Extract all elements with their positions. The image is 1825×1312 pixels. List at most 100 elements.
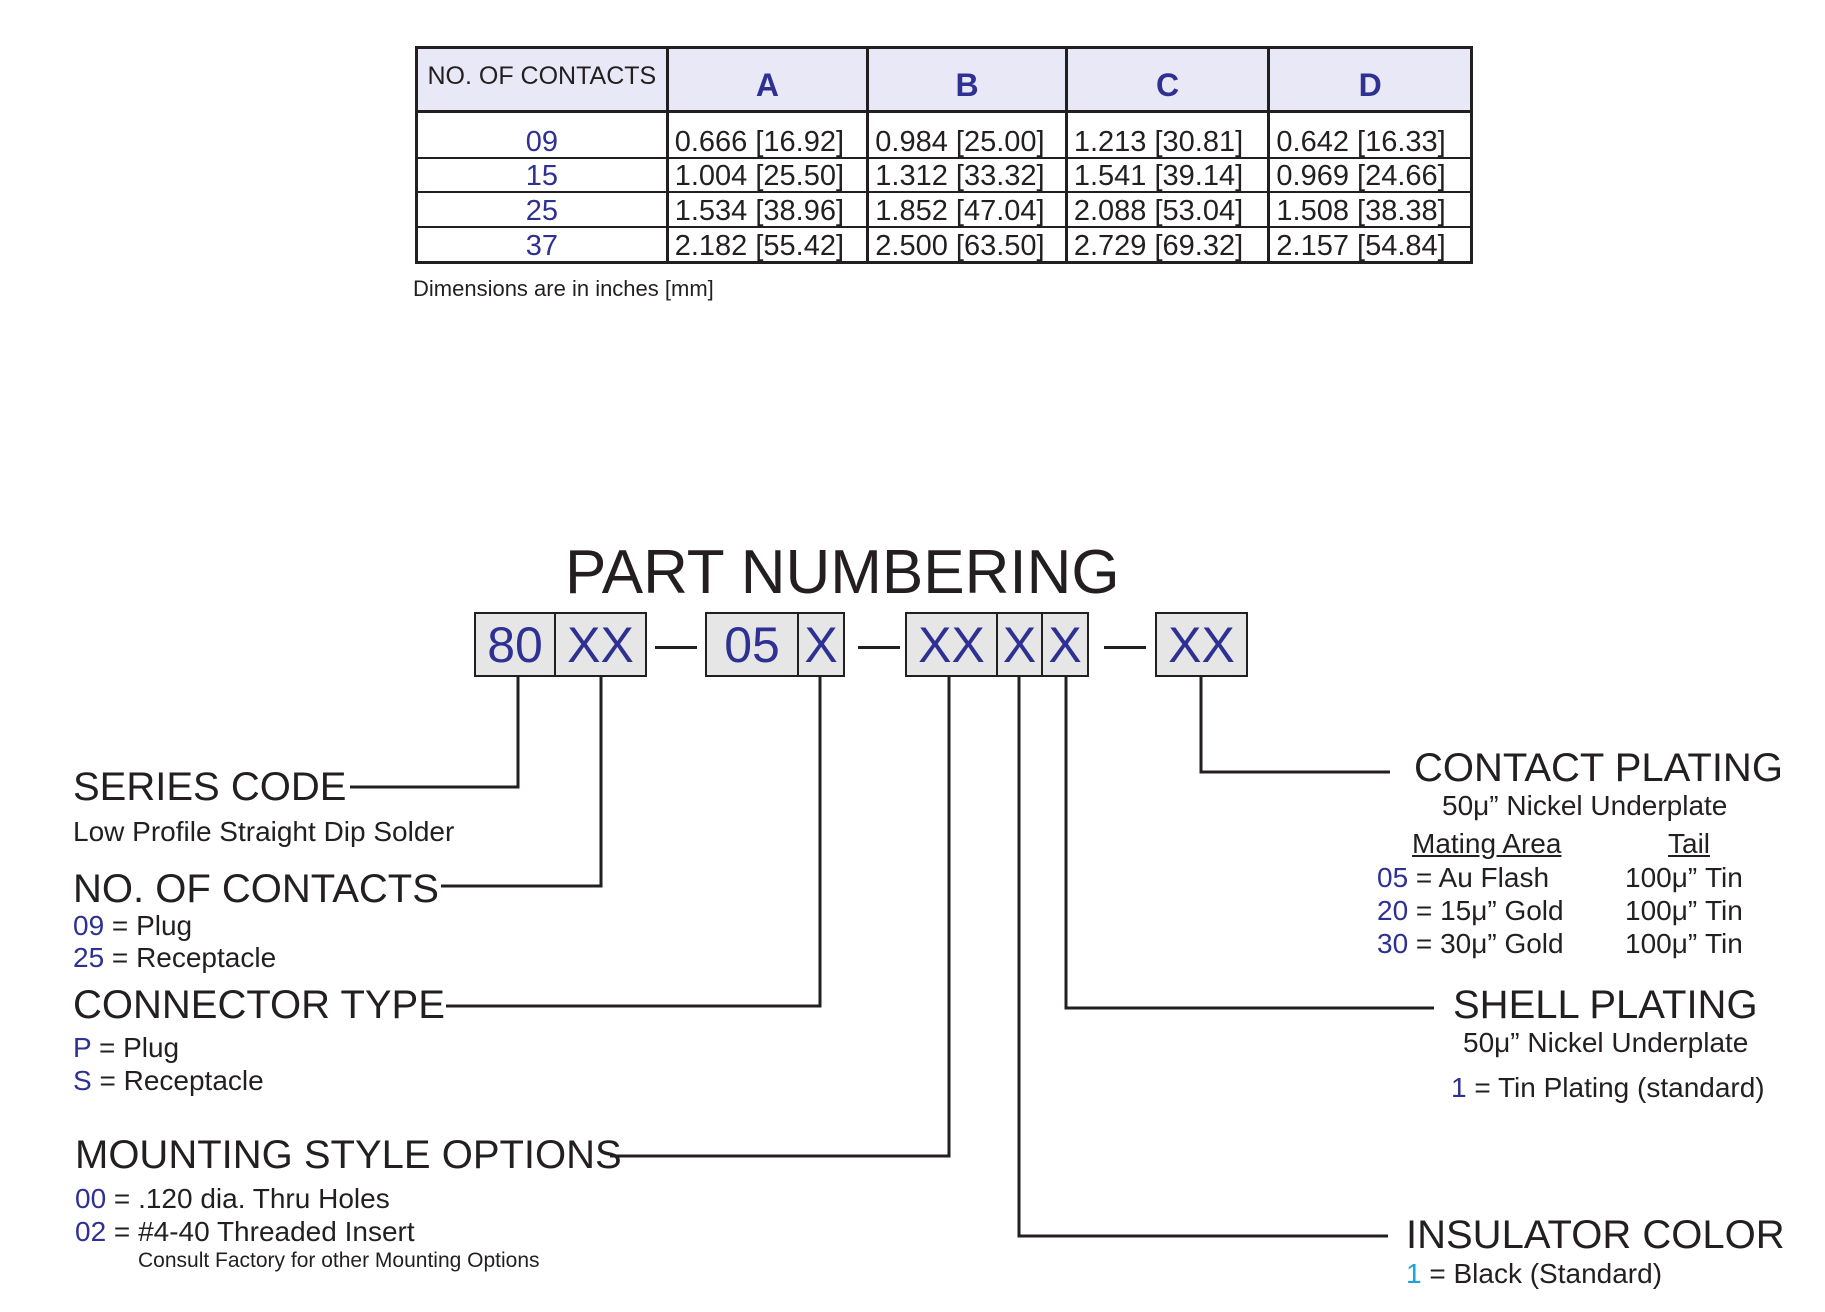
- leader-series-code: [350, 677, 520, 789]
- option-code: 1: [1406, 1258, 1422, 1289]
- pn-box-shell: X: [1041, 612, 1089, 677]
- option-code: 25: [73, 942, 105, 973]
- cell-c: 1.541 [39.14]: [1064, 157, 1269, 194]
- series-code-title: SERIES CODE: [73, 765, 347, 809]
- no-of-contacts-title: NO. OF CONTACTS: [73, 867, 439, 911]
- option-code: 20: [1377, 895, 1409, 926]
- list-item: 1 = Tin Plating (standard): [1451, 1072, 1765, 1104]
- pn-box-series: 80: [474, 612, 556, 677]
- option-desc: = Plug: [104, 910, 193, 941]
- leader-shell-plating: [1064, 677, 1434, 1010]
- option-desc: = Receptacle: [104, 942, 277, 973]
- pn-dash: [1104, 646, 1146, 649]
- table-header-row: NO. OF CONTACTS A B C D: [415, 47, 1472, 113]
- cell-c: 1.213 [30.81]: [1064, 111, 1269, 159]
- cell-d: 2.157 [54.84]: [1267, 227, 1472, 263]
- list-item: 20 = 15μ” Gold: [1377, 895, 1564, 927]
- cell-b: 1.852 [47.04]: [866, 192, 1067, 229]
- option-tail: 100μ” Tin: [1625, 928, 1743, 959]
- option-mating: = 15μ” Gold: [1408, 895, 1564, 926]
- leader-connector-type: [446, 677, 822, 1008]
- list-item: 1 = Black (Standard): [1406, 1258, 1662, 1290]
- pn-dash: [655, 646, 697, 649]
- cell-d: 0.969 [24.66]: [1267, 157, 1472, 194]
- pn-dash: [858, 646, 900, 649]
- cell-a: 2.182 [55.42]: [665, 227, 868, 263]
- cell-a: 1.534 [38.96]: [665, 192, 868, 229]
- header-a: A: [665, 47, 868, 113]
- option-code: P: [73, 1032, 92, 1063]
- list-item: 25 = Receptacle: [73, 942, 276, 974]
- option-code: 05: [1377, 862, 1409, 893]
- list-item: S = Receptacle: [73, 1065, 264, 1097]
- part-numbering-title: PART NUMBERING: [565, 538, 1120, 607]
- mounting-style-title: MOUNTING STYLE OPTIONS: [75, 1133, 622, 1177]
- list-item: 09 = Plug: [73, 910, 192, 942]
- cell-b: 1.312 [33.32]: [866, 157, 1067, 194]
- list-item: 05 = Au Flash: [1377, 862, 1549, 894]
- option-code: S: [73, 1065, 92, 1096]
- option-desc: = Tin Plating (standard): [1466, 1072, 1765, 1103]
- option-code: 02: [75, 1216, 107, 1247]
- pn-box-mounting: XX: [905, 612, 998, 677]
- pn-box-connector-type: X: [797, 612, 845, 677]
- contact-plating-title: CONTACT PLATING: [1414, 746, 1783, 790]
- series-code-desc: Low Profile Straight Dip Solder: [73, 816, 455, 847]
- contact-plating-subtitle: 50μ” Nickel Underplate: [1442, 790, 1728, 821]
- table-row: 25 1.534 [38.96] 1.852 [47.04] 2.088 [53…: [415, 192, 1472, 229]
- option-desc: = .120 dia. Thru Holes: [106, 1183, 390, 1214]
- shell-plating-subtitle: 50μ” Nickel Underplate: [1463, 1027, 1749, 1058]
- cell-a: 0.666 [16.92]: [665, 111, 868, 159]
- pn-box-05: 05: [705, 612, 799, 677]
- list-item: 30 = 30μ” Gold: [1377, 928, 1564, 960]
- cell-d: 1.508 [38.38]: [1267, 192, 1472, 229]
- connector-type-title: CONNECTOR TYPE: [73, 983, 445, 1027]
- table-row: 15 1.004 [25.50] 1.312 [33.32] 1.541 [39…: [415, 157, 1472, 194]
- pn-box-insulator: X: [996, 612, 1043, 677]
- option-code: 30: [1377, 928, 1409, 959]
- cell-c: 2.729 [69.32]: [1064, 227, 1269, 263]
- option-tail: 100μ” Tin: [1625, 895, 1743, 926]
- cell-contacts: 37: [415, 227, 668, 263]
- dimensions-table: NO. OF CONTACTS A B C D 09 0.666 [16.92]…: [415, 46, 1473, 264]
- header-no-of-contacts: NO. OF CONTACTS: [415, 47, 668, 113]
- table-row: 37 2.182 [55.42] 2.500 [63.50] 2.729 [69…: [415, 227, 1472, 263]
- leader-no-of-contacts: [441, 677, 603, 888]
- option-code: 1: [1451, 1072, 1467, 1103]
- insulator-color-title: INSULATOR COLOR: [1406, 1213, 1785, 1257]
- cell-b: 0.984 [25.00]: [866, 111, 1067, 159]
- leader-insulator-color: [1017, 677, 1388, 1238]
- mounting-style-note: Consult Factory for other Mounting Optio…: [138, 1249, 540, 1272]
- cell-contacts: 09: [415, 111, 668, 159]
- header-b: B: [866, 47, 1067, 113]
- list-item: P = Plug: [73, 1032, 179, 1064]
- option-code: 09: [73, 910, 105, 941]
- shell-plating-title: SHELL PLATING: [1453, 983, 1758, 1027]
- option-mating: = 30μ” Gold: [1408, 928, 1564, 959]
- option-desc: = Receptacle: [91, 1065, 264, 1096]
- table-row: 09 0.666 [16.92] 0.984 [25.00] 1.213 [30…: [415, 111, 1472, 159]
- list-item: 00 = .120 dia. Thru Holes: [75, 1183, 390, 1215]
- cell-b: 2.500 [63.50]: [866, 227, 1067, 263]
- pn-box-contact-plating: XX: [1155, 612, 1248, 677]
- cell-a: 1.004 [25.50]: [665, 157, 868, 194]
- option-desc: = Plug: [91, 1032, 180, 1063]
- leader-contact-plating: [1199, 677, 1390, 774]
- column-header-tail: Tail: [1668, 828, 1711, 859]
- header-d: D: [1267, 47, 1472, 113]
- cell-contacts: 25: [415, 192, 668, 229]
- leader-mounting-style: [610, 677, 951, 1158]
- option-code: 00: [75, 1183, 107, 1214]
- cell-c: 2.088 [53.04]: [1064, 192, 1269, 229]
- option-desc: = Black (Standard): [1421, 1258, 1663, 1289]
- pn-box-contacts: XX: [554, 612, 647, 677]
- column-header-mating-area: Mating Area: [1412, 828, 1562, 859]
- dimensions-note: Dimensions are in inches [mm]: [413, 276, 714, 301]
- option-tail: 100μ” Tin: [1625, 862, 1743, 893]
- cell-contacts: 15: [415, 157, 668, 194]
- header-c: C: [1064, 47, 1269, 113]
- option-desc: = #4-40 Threaded Insert: [106, 1216, 415, 1247]
- option-mating: = Au Flash: [1408, 862, 1550, 893]
- list-item: 02 = #4-40 Threaded Insert: [75, 1216, 415, 1248]
